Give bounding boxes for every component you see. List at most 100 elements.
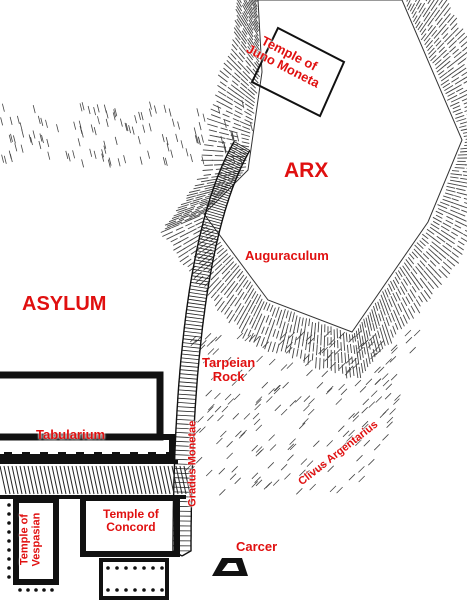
stair-tread: [189, 288, 208, 293]
hachure-stroke: [93, 150, 97, 159]
hachure-stroke: [210, 291, 217, 299]
colonnade-hatch: [123, 465, 131, 495]
hachure-stroke: [415, 21, 421, 29]
hachure-stroke: [346, 365, 354, 373]
hachure-stroke: [216, 100, 224, 105]
stair-tread: [210, 197, 228, 204]
hachure-stroke: [243, 10, 249, 19]
hachure-stroke: [9, 116, 13, 125]
hachure-stroke: [198, 199, 208, 204]
hachure-stroke: [379, 327, 384, 338]
hachure-stroke: [241, 14, 249, 26]
stair-tread: [183, 334, 202, 338]
hachure-stroke: [434, 59, 442, 66]
hachure-stroke: [207, 123, 218, 128]
hachure-stroke: [220, 135, 224, 145]
hachure-stroke: [185, 148, 189, 157]
hachure-stroke: [450, 173, 463, 176]
hachure-stroke: [238, 291, 245, 300]
hachure-stroke: [196, 177, 209, 180]
hachure-stroke: [208, 139, 217, 142]
hachure-stroke: [425, 40, 433, 48]
hachure-stroke: [196, 108, 200, 117]
hachure-stroke: [202, 244, 211, 252]
hachure-stroke: [242, 70, 251, 80]
hachure-stroke: [93, 107, 96, 116]
pier: [112, 452, 120, 464]
hachure-stroke: [247, 301, 255, 313]
colonnade-hatch: [91, 465, 99, 495]
hachure-stroke: [300, 458, 308, 465]
hachure-stroke: [281, 321, 286, 333]
hachure-stroke: [32, 105, 36, 114]
pier: [4, 452, 12, 464]
hachure-stroke: [361, 335, 365, 346]
hachure-stroke: [222, 113, 230, 118]
hachure-stroke: [236, 133, 240, 142]
hachure-stroke: [8, 134, 12, 143]
hachure-stroke: [247, 1, 254, 11]
hachure-stroke: [218, 91, 227, 97]
hachure-stroke: [446, 215, 454, 221]
hachure-stroke: [429, 226, 440, 234]
hachure-stroke: [360, 363, 364, 374]
stair-tread: [197, 244, 216, 249]
hachure-stroke: [200, 197, 211, 202]
colonnade-hatch: [47, 465, 55, 495]
hachure-stroke: [441, 27, 449, 36]
hachure-stroke: [241, 30, 247, 38]
hachure-stroke: [245, 281, 252, 290]
hachure-stroke: [242, 28, 248, 35]
hachure-stroke: [231, 80, 239, 86]
hachure-stroke: [233, 122, 242, 127]
hachure-stroke: [208, 187, 220, 191]
hachure-stroke: [400, 302, 407, 312]
hachure-stroke: [230, 53, 237, 60]
hachure-stroke: [213, 150, 224, 152]
hachure-stroke: [436, 235, 446, 243]
hachure-stroke: [256, 336, 262, 347]
hachure-stroke: [201, 156, 205, 165]
stair-tread: [182, 346, 201, 349]
hachure-stroke: [308, 398, 315, 405]
hachure-stroke: [217, 414, 224, 422]
hachure-stroke: [456, 191, 467, 196]
hachure-stroke: [180, 213, 190, 218]
hachure-stroke: [93, 127, 97, 136]
hachure-stroke: [214, 405, 222, 413]
temple-vespasian-building: [13, 497, 59, 585]
hachure-stroke: [2, 103, 5, 112]
stair-tread: [185, 316, 204, 320]
hachure-stroke: [428, 248, 437, 257]
stair-tread: [174, 458, 193, 461]
hachure-stroke: [239, 0, 242, 4]
hachure-stroke: [435, 214, 443, 219]
hachure-stroke: [449, 101, 460, 107]
hachure-stroke: [255, 424, 263, 432]
hachure-stroke: [305, 342, 308, 351]
hachure-stroke: [216, 437, 223, 445]
hachure-stroke: [240, 44, 248, 54]
hachure-stroke: [234, 19, 241, 28]
hachure-stroke: [438, 268, 448, 279]
hachure-stroke: [87, 105, 91, 115]
hachure-stroke: [365, 378, 373, 386]
hachure-stroke: [124, 122, 128, 131]
hachure-stroke: [20, 144, 24, 153]
hachure-stroke: [409, 3, 415, 12]
hachure-stroke: [396, 318, 403, 330]
hachure-stroke: [358, 475, 365, 483]
hachure-stroke: [107, 159, 111, 168]
hachure-stroke: [117, 158, 121, 167]
hachure-stroke: [384, 334, 389, 345]
hachure-stroke: [252, 14, 259, 25]
hachure-stroke: [225, 257, 234, 266]
hachure-stroke: [202, 113, 206, 122]
hachure-stroke: [285, 310, 289, 319]
hachure-stroke: [373, 443, 381, 451]
stair-tread: [190, 285, 209, 289]
hachure-stroke: [195, 194, 206, 199]
hachure-stroke: [276, 330, 280, 339]
